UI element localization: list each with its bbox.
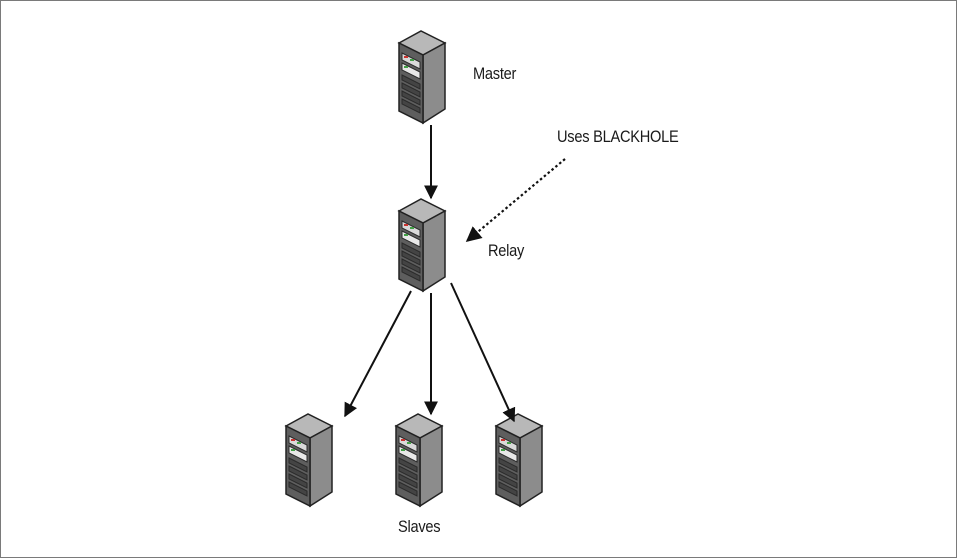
server-slave-1-icon xyxy=(285,413,333,507)
slaves-label: Slaves xyxy=(398,517,441,536)
server-slave-3-icon xyxy=(495,413,543,507)
relay-to-slave-3-arrow xyxy=(450,282,516,423)
server-relay-icon xyxy=(398,198,446,292)
blackhole-annotation-label: Uses BLACKHOLE xyxy=(557,127,679,146)
relay-to-slave-1-arrow xyxy=(344,290,412,418)
server-master-icon xyxy=(398,30,446,124)
blackhole-annotation-arrow xyxy=(465,158,566,242)
relay-label: Relay xyxy=(488,241,525,260)
master-label: Master xyxy=(473,64,517,83)
server-slave-2-icon xyxy=(395,413,443,507)
